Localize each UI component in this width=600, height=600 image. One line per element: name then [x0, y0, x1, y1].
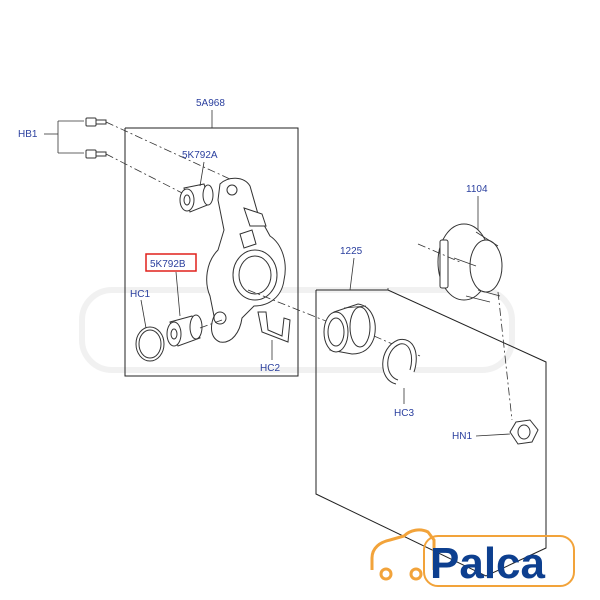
label-hc3: HC3: [394, 408, 414, 419]
wheel-bearing: [323, 303, 376, 355]
bushing-5k792a: [179, 183, 214, 213]
bushing-5k792b: [166, 314, 203, 347]
bolt-upper: [85, 117, 107, 127]
label-hb1: HB1: [18, 129, 38, 140]
label-5k792b: 5K792B: [150, 259, 186, 270]
label-hn1: HN1: [452, 431, 472, 442]
car-outline-icon: [370, 528, 436, 570]
knuckle-frame: [124, 127, 299, 377]
car-wheel-icon: [409, 567, 423, 581]
car-wheel-icon: [379, 567, 393, 581]
circlip-hc3: [382, 338, 417, 385]
knuckle: [206, 177, 286, 343]
circlip-hc1: [135, 326, 165, 362]
label-5k792a: 5K792A: [182, 150, 218, 161]
label-hc2: HC2: [260, 363, 280, 374]
clip-hc2: [257, 311, 291, 343]
label-1225: 1225: [340, 246, 363, 257]
bolt-lower: [85, 149, 107, 159]
brand-name: Palca: [430, 539, 546, 588]
label-1104: 1104: [466, 184, 488, 195]
palca-logo: Palca: [370, 528, 575, 588]
wheel-hub: [437, 223, 503, 303]
label-hc1: HC1: [130, 289, 150, 300]
highlight-box: [145, 253, 197, 272]
hub-nut: [509, 419, 539, 445]
label-5a968: 5A968: [196, 98, 225, 109]
watermark: [79, 287, 515, 373]
bearing-frame: [315, 288, 547, 577]
